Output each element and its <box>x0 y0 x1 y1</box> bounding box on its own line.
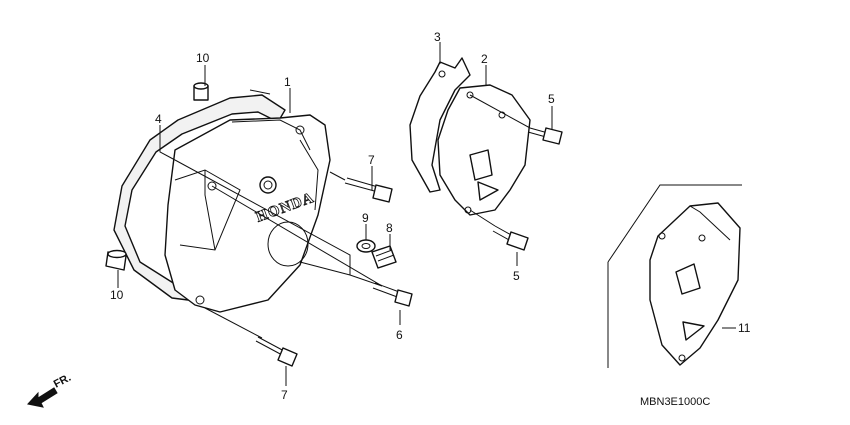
sprocket-cover <box>437 84 531 216</box>
gasket <box>113 89 286 301</box>
bolt-6 <box>372 282 413 307</box>
callout-10-lower: 10 <box>110 288 124 302</box>
washer <box>356 239 376 253</box>
bolt-5-lower <box>492 225 529 251</box>
callout-5-lower: 5 <box>513 269 520 283</box>
callout-7-lower: 7 <box>281 388 288 402</box>
callout-9: 9 <box>362 211 369 225</box>
leader-lines <box>117 42 736 386</box>
callout-1: 1 <box>284 75 291 89</box>
sprocket-cover-11 <box>649 202 741 366</box>
front-arrow-icon <box>27 387 58 408</box>
callout-5-upper: 5 <box>548 92 555 106</box>
callout-11: 11 <box>738 321 751 335</box>
dowel-pin-bottom <box>105 249 127 271</box>
callout-10-upper: 10 <box>196 51 210 65</box>
bolt-7-lower <box>255 336 298 367</box>
callout-7-upper: 7 <box>368 153 375 167</box>
cover-3 <box>409 57 471 193</box>
left-crankcase-cover: HONDA <box>164 114 331 313</box>
callout-3: 3 <box>434 30 441 44</box>
callout-2: 2 <box>481 52 488 66</box>
front-marker-label: FR. <box>52 372 73 391</box>
dowel-pin-top <box>193 82 209 101</box>
callout-4: 4 <box>155 112 162 126</box>
callouts: 1 2 3 4 5 5 6 7 7 8 9 10 10 11 <box>110 30 751 402</box>
bolt-7-upper <box>344 177 393 203</box>
diagram-code: MBN3E1000C <box>640 396 710 408</box>
plug <box>371 245 397 269</box>
callout-8: 8 <box>386 221 393 235</box>
detail-frame <box>607 184 742 368</box>
bolt-5-upper <box>527 127 563 145</box>
front-direction-marker: FR. <box>27 372 73 408</box>
callout-6: 6 <box>396 328 403 342</box>
